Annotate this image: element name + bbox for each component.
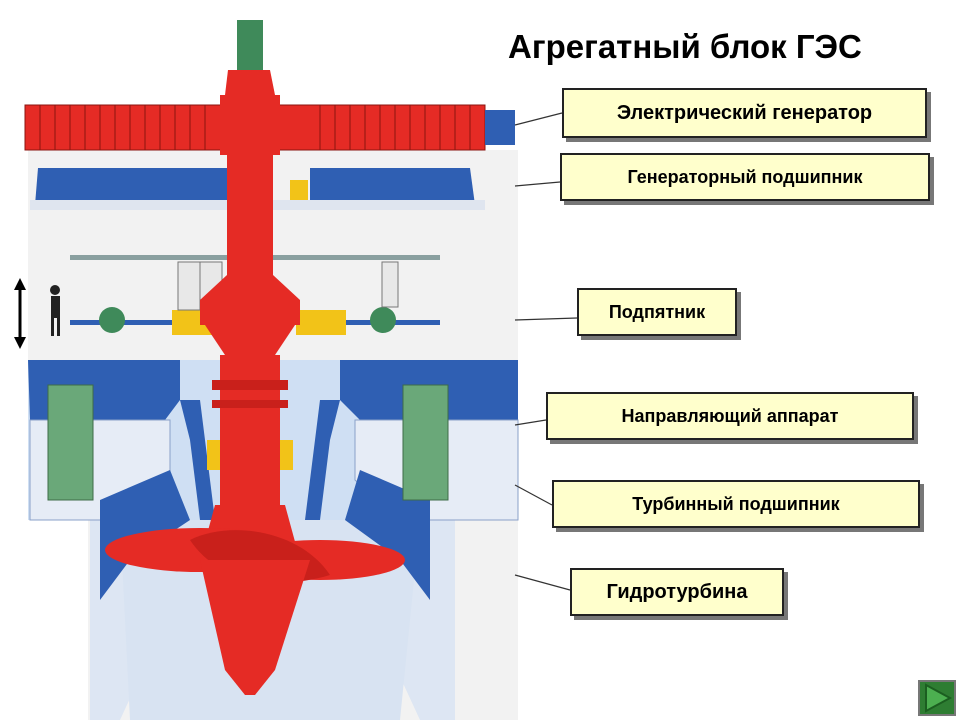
scale-arrow [14,278,26,349]
label-thrust-bearing-text: Подпятник [608,301,706,322]
guide-vane-blocks [47,384,449,501]
person-figure [50,285,60,336]
label-generator: Электрический генератор [562,88,927,138]
label-generator-bearing: Генераторный подшипник [560,153,930,201]
main-shaft [200,20,300,560]
label-turbine-bearing-text: Турбинный подшипник [632,493,840,514]
foundation [28,360,519,600]
page-title: Агрегатный блок ГЭС [508,28,862,65]
label-turbine-bearing: Турбинный подшипник [552,480,920,528]
label-turbine-text: Гидротурбина [606,580,748,603]
turbine-runner [105,528,405,695]
label-turbine: Гидротурбина [570,568,784,616]
label-guide-vane: Направляющий аппарат [546,392,914,440]
play-next-icon [925,683,953,713]
label-generator-text: Электрический генератор [616,101,873,124]
label-thrust-bearing: Подпятник [577,288,737,336]
leader-lines [514,112,578,591]
next-slide-button[interactable] [918,680,956,716]
label-guide-vane-text: Направляющий аппарат [621,405,839,426]
label-generator-bearing-text: Генераторный подшипник [627,166,863,187]
